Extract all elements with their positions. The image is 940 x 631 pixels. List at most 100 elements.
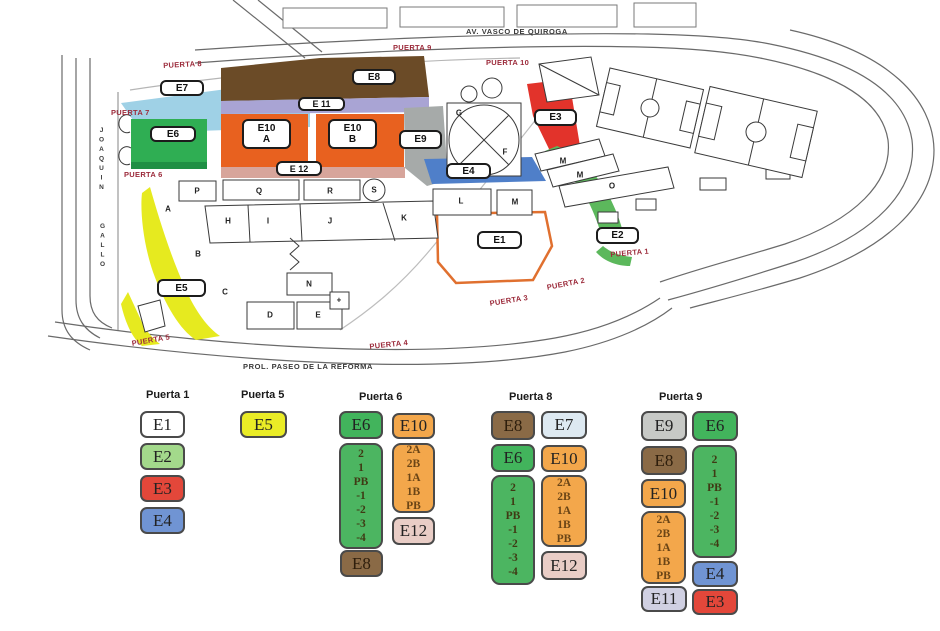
legend-p6-e8: E8 xyxy=(340,550,383,577)
map-zone-label-e10a-line2: A xyxy=(262,134,271,145)
legend-p8-orange-level-0: 2A xyxy=(556,477,572,489)
map-zone-label-e6: E6 xyxy=(150,126,196,142)
legend-p8-green-level-2: PB xyxy=(505,510,521,522)
legend-header-puerta8: Puerta 8 xyxy=(509,391,553,403)
legend-p1-e2: E2 xyxy=(140,443,185,470)
legend-p6-orange-level-0: 2A xyxy=(406,444,421,456)
legend-p6-green-level-1: 1 xyxy=(358,462,364,474)
building-label-r: R xyxy=(327,186,333,196)
legend-p8-e6: E6 xyxy=(491,444,535,472)
legend-p9-green-level-4: -2 xyxy=(709,509,720,522)
gate-label-7: PUERTA 7 xyxy=(111,108,150,117)
building-label-f: F xyxy=(502,147,508,157)
legend-p9-orange-level-3: 1B xyxy=(656,555,671,568)
legend-p9-green-level-2: PB xyxy=(707,481,722,494)
building-label-m3: M xyxy=(576,170,584,180)
legend-p6-orange-level-4: PB xyxy=(406,500,421,512)
buildings xyxy=(118,2,818,333)
legend-p6-green-level-6: -4 xyxy=(356,532,366,544)
legend-p8-orange-level-3: 1B xyxy=(557,519,571,531)
legend-p8-green-level-1: 1 xyxy=(510,496,516,508)
building-label-m2: M xyxy=(559,156,567,166)
street-label-gallo: GALLO xyxy=(99,223,106,271)
map-zone-label-e3: E3 xyxy=(534,109,577,126)
zone-e5-shape xyxy=(141,187,220,340)
legend-p9-orange-levels: 2A 2B 1A 1B PB xyxy=(641,511,686,584)
legend-p8-e7: E7 xyxy=(541,411,587,439)
building-label-h: H xyxy=(225,216,231,226)
legend-p8-orange-level-2: 1A xyxy=(556,505,572,517)
legend-p9-e9: E9 xyxy=(641,411,687,441)
building-label-a: A xyxy=(165,204,171,214)
legend-p6-green-level-2: PB xyxy=(353,476,369,488)
building-label-q: Q xyxy=(255,186,263,196)
building-label-c: C xyxy=(222,287,228,297)
street-label-top: AV. VASCO DE QUIROGA xyxy=(466,27,568,36)
map-zone-label-e12: E 12 xyxy=(276,161,322,176)
map-zone-label-e9: E9 xyxy=(399,130,442,149)
legend-p8-green-level-0: 2 xyxy=(510,482,516,494)
campus-map-canvas xyxy=(47,0,935,365)
legend-p9-e3: E3 xyxy=(692,589,738,615)
legend-p6-green-level-4: -2 xyxy=(356,504,366,516)
legend-header-puerta1: Puerta 1 xyxy=(146,389,190,401)
legend-p8-orange-level-1: 2B xyxy=(557,491,571,503)
building-label-k: K xyxy=(401,213,407,223)
map-zone-label-e10b-line2: B xyxy=(348,134,357,145)
street-label-bottom: PROL. PASEO DE LA REFORMA xyxy=(243,362,374,371)
legend-p8-green-level-5: -3 xyxy=(508,552,518,564)
building-label-cross: + xyxy=(336,295,342,305)
legend-p8-e8: E8 xyxy=(491,411,535,440)
building-label-g: G xyxy=(455,108,463,118)
map-zone-label-e10a-line1: E10 xyxy=(257,123,276,134)
map-zone-label-e1: E1 xyxy=(477,231,522,249)
legend-p5-e5: E5 xyxy=(240,411,287,438)
map-zone-label-e10b-line1: E10 xyxy=(343,123,362,134)
legend-p9-green-level-5: -3 xyxy=(709,523,720,536)
legend-p8-orange-level-4: PB xyxy=(556,533,572,545)
legend-p6-orange-level-3: 1B xyxy=(406,486,421,498)
legend-p8-e10: E10 xyxy=(541,445,587,472)
map-zone-label-e10b: E10 B xyxy=(328,119,377,149)
legend-header-puerta9: Puerta 9 xyxy=(659,391,703,403)
legend-header-puerta5: Puerta 5 xyxy=(241,389,285,401)
legend-p9-green-level-6: -4 xyxy=(709,537,720,550)
legend-p9-orange-level-4: PB xyxy=(656,569,671,582)
legend-p6-orange-levels: 2A 2B 1A 1B PB xyxy=(392,443,435,513)
street-label-joaquin: JOAQUIN xyxy=(98,127,105,194)
zone-e8-shape xyxy=(221,56,429,101)
map-zone-label-e8: E8 xyxy=(352,69,396,85)
legend-p9-e6: E6 xyxy=(692,411,738,441)
map-zone-label-e11: E 11 xyxy=(298,97,345,111)
legend-p6-green-levels: 2 1 PB -1 -2 -3 -4 xyxy=(339,443,383,549)
building-label-p: P xyxy=(194,186,200,196)
legend-p1-e4: E4 xyxy=(140,507,185,534)
legend-p8-green-level-3: -1 xyxy=(508,524,518,536)
legend-p6-green-level-0: 2 xyxy=(358,448,364,460)
legend-p9-green-level-3: -1 xyxy=(709,495,720,508)
building-label-n: N xyxy=(306,279,312,289)
legend-p8-orange-levels: 2A 2B 1A 1B PB xyxy=(541,475,587,547)
legend-p6-e12: E12 xyxy=(392,517,435,545)
building-label-s: S xyxy=(371,185,377,195)
legend-p6-e10: E10 xyxy=(392,413,435,439)
building-label-m: M xyxy=(511,197,519,207)
legend-p9-green-level-0: 2 xyxy=(711,453,718,466)
gate-label-6: PUERTA 6 xyxy=(124,170,163,179)
legend-p9-e10: E10 xyxy=(641,479,686,508)
map-zone-label-e2: E2 xyxy=(596,227,639,244)
building-label-l: L xyxy=(458,196,464,206)
legend-header-puerta6: Puerta 6 xyxy=(359,391,403,403)
legend-p9-orange-level-2: 1A xyxy=(656,541,671,554)
building-label-d: D xyxy=(267,310,273,320)
gate-label-10: PUERTA 10 xyxy=(486,58,530,67)
legend-p8-green-level-6: -4 xyxy=(508,566,518,578)
legend-p6-e6: E6 xyxy=(339,411,383,439)
map-zone-label-e7: E7 xyxy=(160,80,204,96)
legend-p9-green-levels: 2 1 PB -1 -2 -3 -4 xyxy=(692,445,737,558)
legend-p9-orange-level-0: 2A xyxy=(656,513,671,526)
legend-p9-e11: E11 xyxy=(641,586,687,612)
legend-p6-orange-level-1: 2B xyxy=(406,458,421,470)
legend-p1-e1: E1 xyxy=(140,411,185,438)
